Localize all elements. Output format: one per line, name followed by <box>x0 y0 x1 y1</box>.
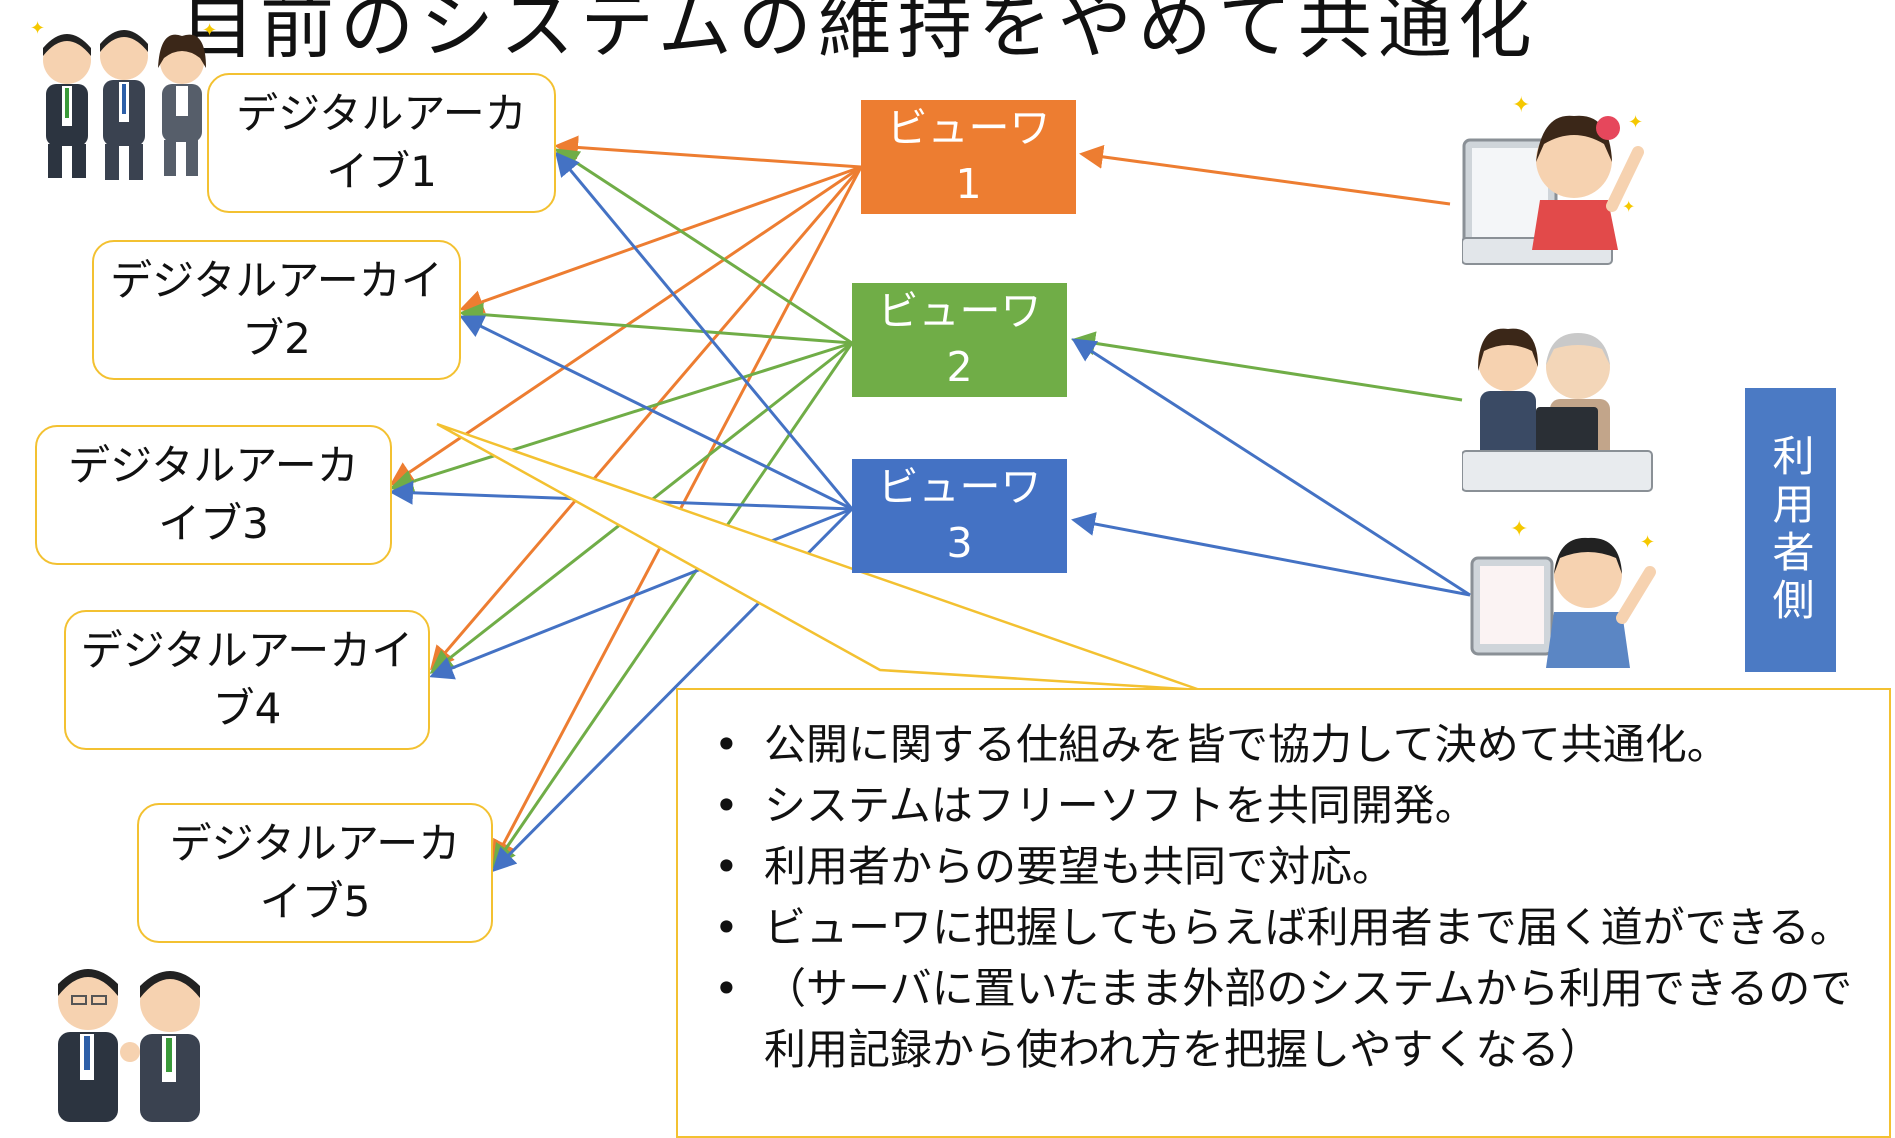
archive-label-1: デジタルアーカイブ1 <box>236 89 527 196</box>
bullet-item: ビューワに把握してもらえば利用者まで届く道ができる。 <box>702 897 1871 958</box>
arrow-viewer-3-to-archive-1 <box>555 151 854 510</box>
svg-text:✦: ✦ <box>202 20 217 41</box>
bullet-list: 公開に関する仕組みを皆で協力して決めて共通化。 システムはフリーソフトを共同開発… <box>702 714 1871 1080</box>
arrow-viewer-2-to-archive-5 <box>492 342 854 869</box>
business-people-running-icon: ✦✦ <box>30 18 217 180</box>
arrow-viewer-2-to-archive-1 <box>554 148 853 345</box>
viewer-box-1: ビューワ 1 <box>861 100 1076 214</box>
user-links <box>1071 144 1471 597</box>
bullet-item: 公開に関する仕組みを皆で協力して決めて共通化。 <box>702 714 1871 775</box>
viewer-label-2: ビューワ <box>877 287 1042 336</box>
archive-box-1: デジタルアーカイブ1 <box>207 73 556 213</box>
arrow-viewer-3-to-archive-2 <box>459 315 853 511</box>
viewer-box-3: ビューワ 3 <box>852 459 1067 573</box>
bullet-item: （サーバに置いたまま外部のシステムから利用できるので利用記録から使われ方を把握し… <box>702 958 1871 1080</box>
arrow-viewer-1-to-archive-4 <box>430 166 863 671</box>
archive-box-4: デジタルアーカイブ4 <box>64 610 430 750</box>
arrow-viewer-1-to-archive-1 <box>554 135 862 169</box>
page-title: 自前のシステムの維持をやめて共通化 <box>180 0 1538 69</box>
bullet-item: 利用者からの要望も共同で対応。 <box>702 836 1871 897</box>
viewer-number-3: 3 <box>946 519 973 567</box>
archive-label-5: デジタルアーカイブ5 <box>169 819 461 926</box>
girl-at-computer-icon: ✦ ✦ ✦ <box>1462 93 1644 265</box>
archive-label-3: デジタルアーカイブ3 <box>68 441 359 548</box>
viewer-label-3: ビューワ <box>877 463 1042 512</box>
svg-text:✦: ✦ <box>1622 197 1635 216</box>
arrow-viewer-2-to-archive-3 <box>389 341 853 494</box>
viewer-number-2: 2 <box>946 343 973 391</box>
elderly-couple-at-computer-icon <box>1462 328 1653 492</box>
boy-at-computer-icon: ✦✦ <box>1470 518 1656 668</box>
viewer-label-1: ビューワ <box>886 104 1051 153</box>
viewer-box-2: ビューワ 2 <box>852 283 1067 397</box>
arrow-user-to-viewer-2 <box>1071 331 1463 402</box>
bullet-item: システムはフリーソフトを共同開発。 <box>702 775 1871 836</box>
arrow-viewer-1-to-archive-2 <box>459 165 862 314</box>
archive-label-4: デジタルアーカイブ4 <box>80 626 414 733</box>
arrow-user-to-viewer-1 <box>1079 144 1451 206</box>
archive-links <box>389 135 863 873</box>
archive-box-3: デジタルアーカイブ3 <box>35 425 392 565</box>
svg-text:✦: ✦ <box>30 18 45 39</box>
info-callout: 公開に関する仕組みを皆で協力して決めて共通化。 システムはフリーソフトを共同開発… <box>676 688 1891 1138</box>
svg-text:✦: ✦ <box>1640 532 1655 553</box>
svg-text:✦: ✦ <box>1510 518 1528 542</box>
arrow-user-to-viewer-3 <box>1071 338 1471 597</box>
archive-box-5: デジタルアーカイブ5 <box>137 803 493 943</box>
arrow-viewer-2-to-archive-2 <box>459 302 853 345</box>
archive-label-2: デジタルアーカイブ2 <box>110 256 443 363</box>
arrow-user-to-viewer-4 <box>1071 512 1471 597</box>
archive-box-2: デジタルアーカイブ2 <box>92 240 461 380</box>
user-side-label: 利用者側 <box>1745 388 1836 672</box>
svg-text:✦: ✦ <box>1512 93 1530 118</box>
svg-text:✦: ✦ <box>1628 112 1643 133</box>
business-people-handshake-icon <box>58 969 200 1122</box>
callout-pointer <box>436 422 1201 692</box>
viewer-number-1: 1 <box>955 160 982 208</box>
arrow-viewer-3-to-archive-4 <box>429 507 853 680</box>
